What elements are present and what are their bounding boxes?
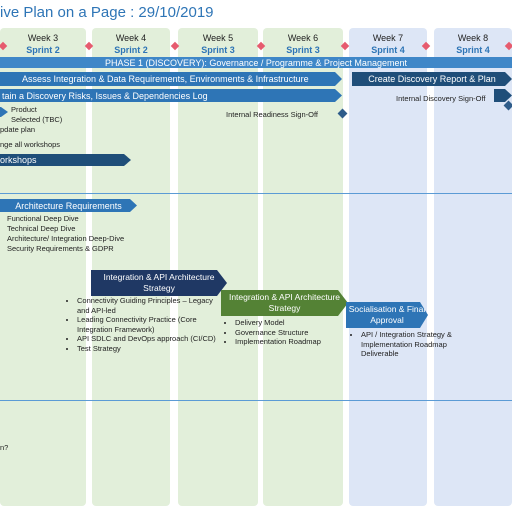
list-item: Leading Connectivity Practice (Core Inte… <box>77 315 226 334</box>
task-bar-continuation <box>494 89 512 102</box>
note-text: Selected (TBC) <box>11 115 63 124</box>
week-column <box>178 28 258 506</box>
week-label: Week 4 <box>115 33 147 43</box>
week-column <box>349 28 427 506</box>
arch-item: Architecture/ Integration Deep-Dive <box>7 234 125 243</box>
list-item: Governance Structure <box>235 328 344 338</box>
task-bar-assess: Assess Integration & Data Requirements, … <box>0 72 342 86</box>
list-item: Implementation Roadmap <box>235 337 344 347</box>
task-bar-create-report: Create Discovery Report & Plan <box>352 72 512 86</box>
week-column <box>92 28 170 506</box>
note-text: Product <box>11 105 37 114</box>
week-label: Week 3 <box>27 33 59 43</box>
list-item: API / Integration Strategy & Implementat… <box>361 330 462 359</box>
note-text: n? <box>0 443 9 452</box>
week-column <box>0 28 86 506</box>
arch-item: Functional Deep Dive <box>7 214 79 223</box>
strategy-list-2: Delivery Model Governance Structure Impl… <box>224 318 344 347</box>
list-item: Delivery Model <box>235 318 344 328</box>
week-column <box>434 28 512 506</box>
page-title: ive Plan on a Page : 29/10/2019 <box>0 4 214 21</box>
arrow-stub-icon <box>0 107 8 117</box>
list-item: Connectivity Guiding Principles – Legacy… <box>77 296 226 315</box>
sprint-label: Sprint 4 <box>371 45 405 55</box>
section-divider <box>0 400 512 401</box>
task-bar-integration-strategy-1: Integration & API Architecture Strategy <box>91 270 227 296</box>
sprint-label: Sprint 2 <box>26 45 60 55</box>
phase-banner: PHASE 1 (DISCOVERY): Governance / Progra… <box>0 57 512 68</box>
note-text: nge all workshops <box>0 140 61 149</box>
sprint-label: Sprint 4 <box>456 45 490 55</box>
sprint-label: Sprint 3 <box>286 45 320 55</box>
task-bar-integration-strategy-2: Integration & API Architecture Strategy <box>221 290 348 316</box>
section-divider <box>0 193 512 194</box>
week-column <box>263 28 343 506</box>
week-label: Week 5 <box>202 33 234 43</box>
task-bar-socialisation: Socialisation & Final Approval <box>346 302 428 328</box>
approval-list: API / Integration Strategy & Implementat… <box>350 330 462 359</box>
list-item: API SDLC and DevOps approach (CI/CD) <box>77 334 226 344</box>
sprint-label: Sprint 2 <box>114 45 148 55</box>
week-label: Week 8 <box>457 33 489 43</box>
milestone-label: Internal Discovery Sign-Off <box>396 94 486 103</box>
arch-item: Technical Deep Dive <box>7 224 76 233</box>
task-bar-workshops: orkshops <box>0 154 131 166</box>
note-text: pdate plan <box>0 125 36 134</box>
milestone-label: Internal Readiness Sign-Off <box>226 110 318 119</box>
list-item: Test Strategy <box>77 344 226 354</box>
arch-item: Security Requirements & GDPR <box>7 244 114 253</box>
task-bar-architecture-requirements: Architecture Requirements <box>0 199 137 212</box>
strategy-list-1: Connectivity Guiding Principles – Legacy… <box>66 296 226 353</box>
week-label: Week 7 <box>372 33 404 43</box>
task-bar-risk-log: tain a Discovery Risks, Issues & Depende… <box>0 89 342 102</box>
week-label: Week 6 <box>287 33 319 43</box>
sprint-label: Sprint 3 <box>201 45 235 55</box>
